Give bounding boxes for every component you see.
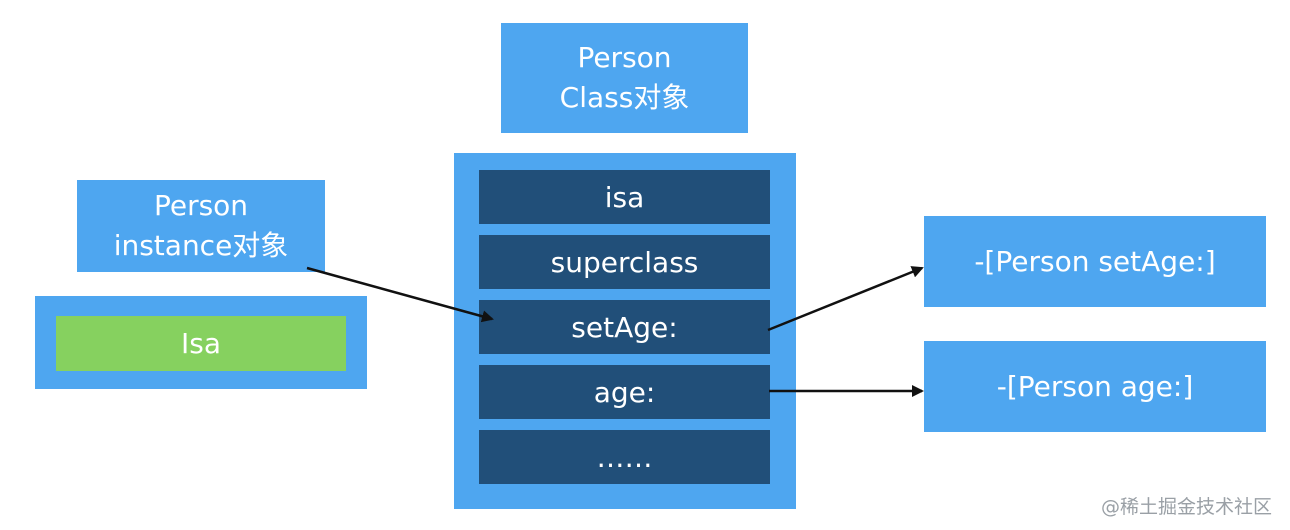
class-row-isa: isa [479,170,770,224]
method-age-box: -[Person age:] [924,341,1266,432]
class-row-setage-label: setAge: [571,310,678,344]
class-row-isa-label: isa [604,180,645,214]
watermark: @稀土掘金技术社区 [1100,496,1272,518]
class-row-more-label: …… [596,440,653,474]
method-setage-label: -[Person setAge:] [974,245,1216,278]
class-object-title-box: Person Class对象 [501,23,748,133]
class-row-superclass-label: superclass [550,245,699,279]
class-object-title: Person Class对象 [559,41,690,114]
class-row-more: …… [479,430,770,484]
instance-object-title-box: Person instance对象 [77,180,325,272]
class-row-superclass: superclass [479,235,770,289]
class-row-setage: setAge: [479,300,770,354]
instance-isa-label: Isa [180,327,221,360]
class-row-age: age: [479,365,770,419]
method-setage-box: -[Person setAge:] [924,216,1266,307]
instance-isa-field: Isa [56,316,346,371]
instance-object-title: Person instance对象 [113,189,289,262]
class-row-age-label: age: [593,375,656,409]
method-age-label: -[Person age:] [996,370,1194,403]
